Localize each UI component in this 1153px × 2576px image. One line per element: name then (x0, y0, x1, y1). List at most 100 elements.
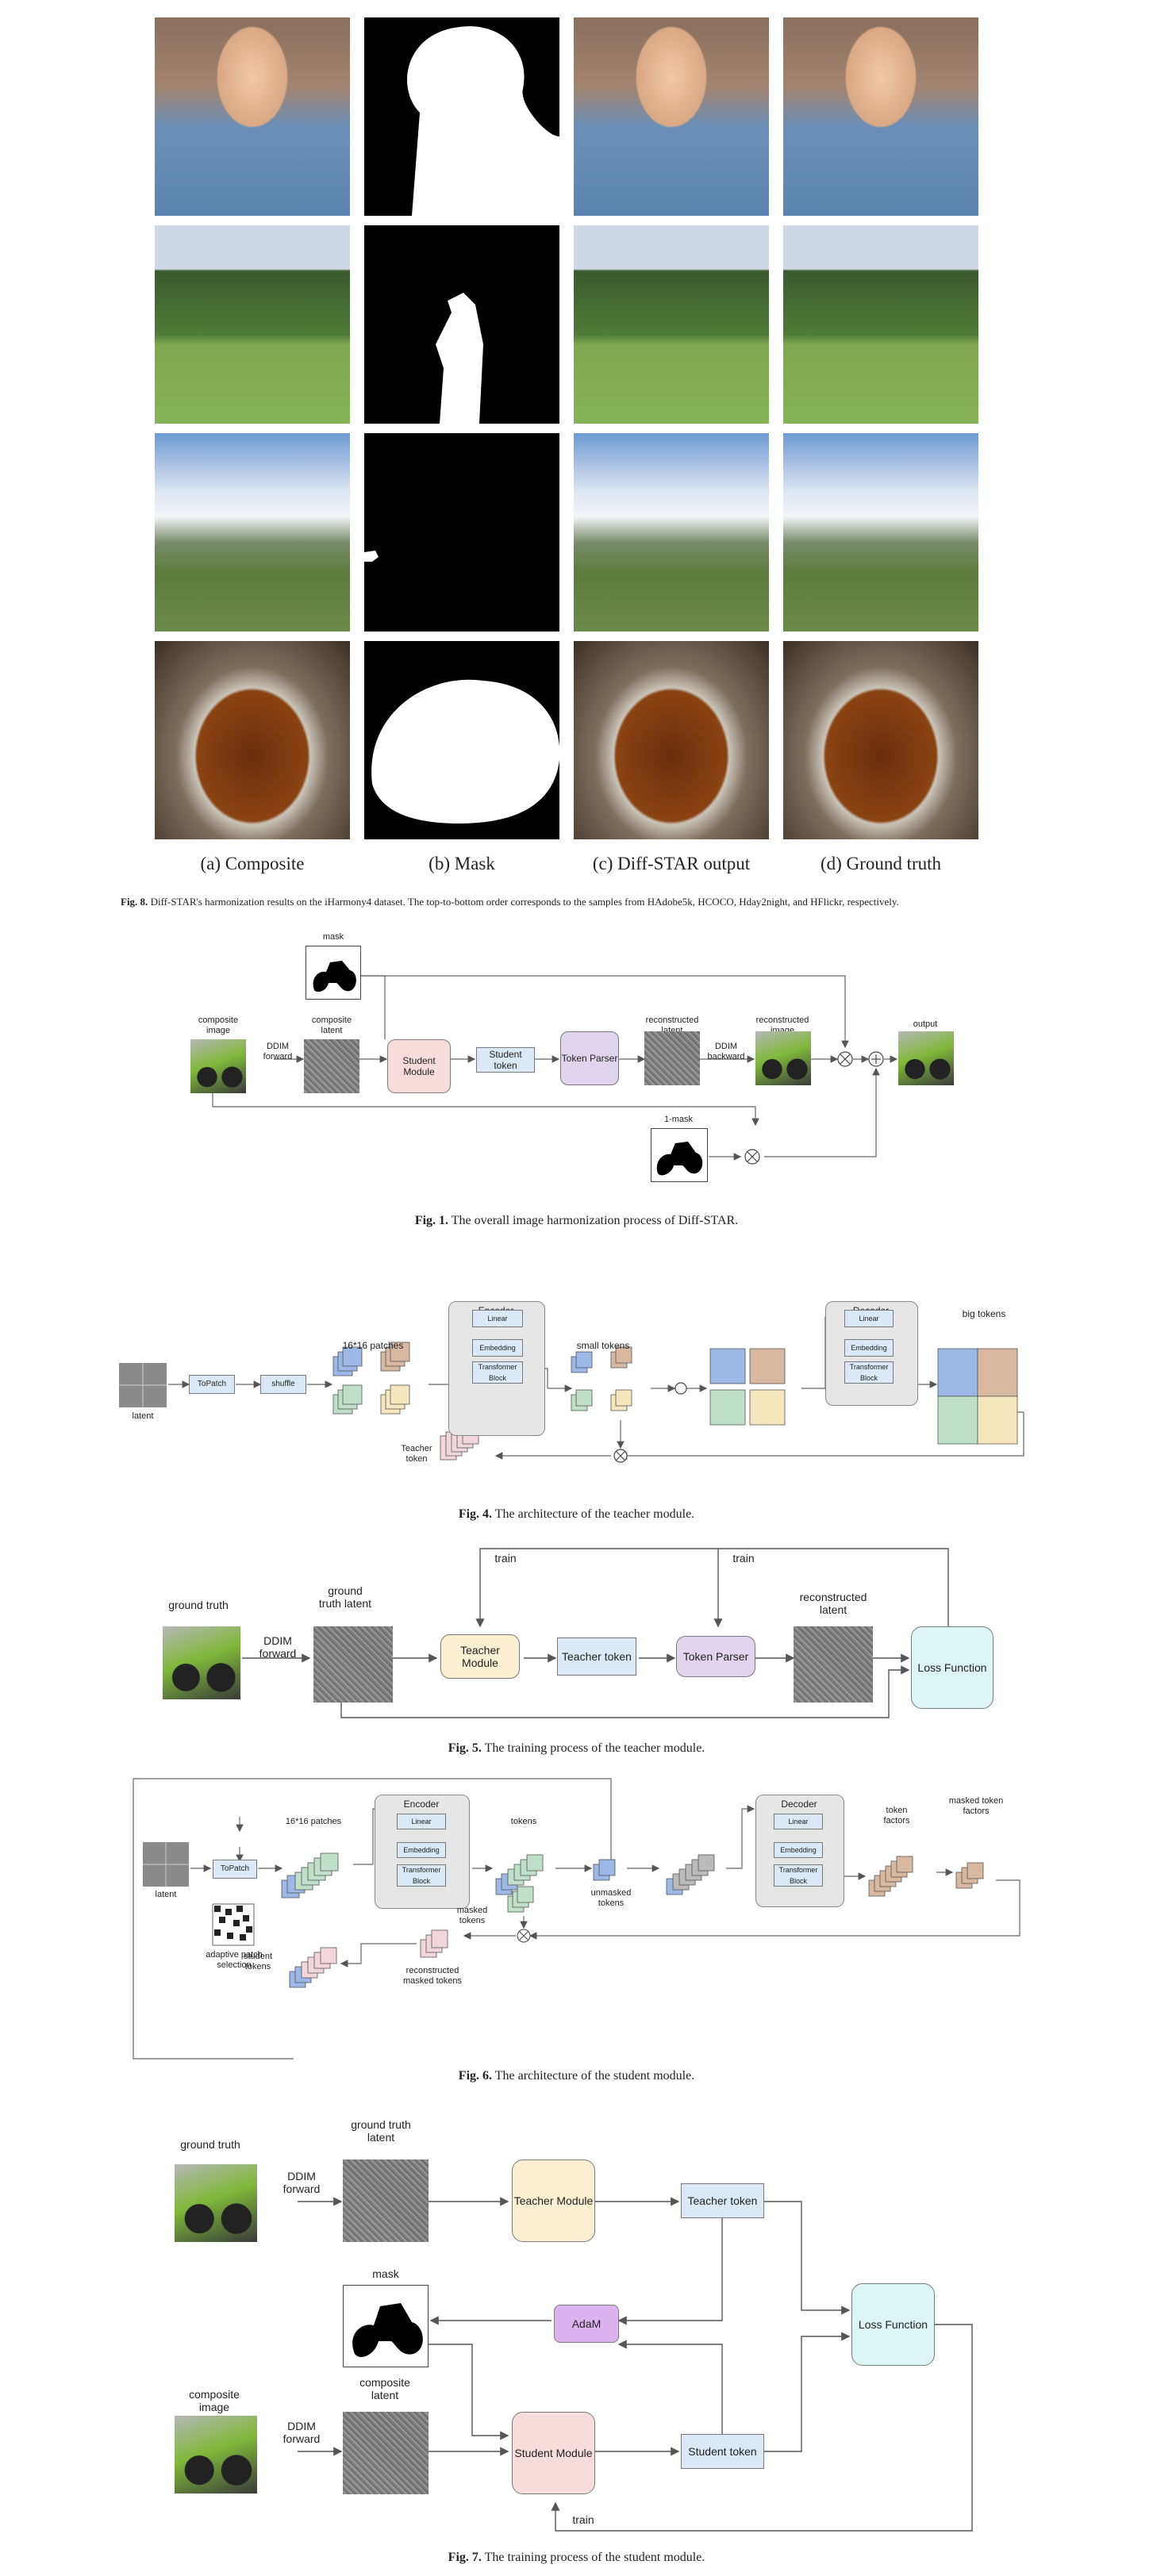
composite-image-1 (155, 17, 350, 216)
fig4-shuffle: shuffle (260, 1375, 306, 1394)
fig4-caption: Fig. 4. The architecture of the teacher … (0, 1507, 1153, 1522)
fig5-caption-text: The training process of the teacher modu… (484, 1741, 705, 1755)
output-image-2 (574, 225, 769, 424)
fig4-small-tokens-label: small tokens (576, 1340, 630, 1351)
fig7-gt-latent (343, 2159, 429, 2242)
fig7-caption-text: The training process of the student modu… (484, 2551, 705, 2564)
fig5-gt-latent-label: ground truth latent (318, 1584, 372, 1610)
fig6-patches-label: 16*16 patches (285, 1817, 342, 1826)
fig6-enc-linear: Linear (397, 1814, 446, 1829)
fig8-caption: Fig. 8. Diff-STAR's harmonization result… (121, 895, 1033, 908)
fig5-ddim-forward-label: DDIM forward (259, 1634, 297, 1660)
fig6-adaptive-label: adaptive patch selection (206, 1950, 263, 1970)
fig5-token-parser: Token Parser (676, 1636, 755, 1677)
fig5-caption: Fig. 5. The training process of the teac… (0, 1741, 1153, 1756)
fig1-token-parser: Token Parser (560, 1031, 619, 1085)
fig8-label: Fig. 8. (121, 896, 148, 908)
subcaption-composite: (a) Composite (200, 854, 305, 873)
ground-truth-image-4 (783, 641, 978, 839)
fig7-connectors (298, 2197, 973, 2532)
fig4-topatch: ToPatch (189, 1375, 235, 1394)
output-image-3 (574, 433, 769, 632)
fig6-encoder-label: Encoder (403, 1799, 440, 1810)
fig4-latent-label: latent (132, 1411, 154, 1421)
fig7-adam: AdaM (554, 2305, 619, 2343)
fig4-connectors (119, 1313, 1024, 1463)
fig1-one-mask-label: 1-mask (663, 1115, 694, 1124)
fig4-dec-linear: Linear (844, 1310, 894, 1327)
mask-image-3 (364, 433, 559, 632)
fig4-enc-linear: Linear (472, 1310, 523, 1327)
fig1-composite-latent (304, 1039, 359, 1093)
fig6-latent-label: latent (155, 1890, 177, 1899)
fig7-composite-latent-label: composite latent (359, 2376, 410, 2401)
fig6-label: Fig. 6. (458, 2069, 493, 2083)
fig7-label: Fig. 7. (448, 2551, 482, 2564)
mask-image-4 (364, 641, 559, 839)
subcaption-mask: (b) Mask (429, 854, 495, 873)
fig7-gt-latent-label: ground truth latent (351, 2118, 411, 2144)
fig1-caption: Fig. 1. The overall image harmonization … (0, 1214, 1153, 1228)
composite-image-3 (155, 433, 350, 632)
fig1-ddim-forward-label: DDIM forward (263, 1042, 293, 1061)
fig7-teacher-module: Teacher Module (512, 2159, 595, 2242)
fig4-big-tokens-label: big tokens (962, 1308, 1006, 1319)
ground-truth-image-1 (783, 17, 978, 216)
fig7-loss-function: Loss Function (851, 2283, 935, 2366)
output-image-1 (574, 17, 769, 216)
fig4-patches-label: 16*16 patches (342, 1340, 404, 1351)
composite-image-2 (155, 225, 350, 424)
fig7-mask-label: mask (372, 2267, 399, 2280)
fig1-ddim-backward-label: DDIM backward (707, 1042, 745, 1061)
fig5-reconstructed-latent (794, 1626, 873, 1703)
fig4-dec-embedding: Embedding (844, 1339, 894, 1357)
fig7-mask-image (343, 2285, 429, 2367)
composite-image-4 (155, 641, 350, 839)
fig7-ddim-forward1-label: DDIM forward (282, 2170, 321, 2195)
fig7-ddim-forward2-label: DDIM forward (282, 2420, 321, 2445)
fig6-recon-masked-label: reconstructed masked tokens (403, 1966, 462, 1986)
fig6-decoder-label: Decoder (781, 1799, 817, 1810)
fig6-token-factors-label: token factors (883, 1806, 910, 1825)
fig1-reconstructed-image (755, 1031, 811, 1085)
fig7-composite-latent (343, 2412, 429, 2494)
fig1-label: Fig. 1. (414, 1214, 449, 1227)
fig6-connectors (133, 1778, 1020, 2060)
fig7-composite-image (175, 2416, 257, 2493)
output-image-4 (574, 641, 769, 839)
fig6-enc-embedding: Embedding (397, 1842, 446, 1858)
fig1-reconstructed-latent (644, 1031, 700, 1085)
subcaption-ground-truth: (d) Ground truth (820, 854, 942, 873)
fig7-student-token: Student token (681, 2434, 764, 2469)
subcaption-output: (c) Diff-STAR output (592, 854, 751, 873)
ground-truth-image-3 (783, 433, 978, 632)
fig4-label: Fig. 4. (458, 1507, 493, 1521)
fig6-student-tokens-label: student tokens (243, 1952, 273, 1971)
fig7-train-label: train (572, 2513, 594, 2526)
fig5-train2-label: train (732, 1552, 755, 1564)
fig6-dec-linear: Linear (774, 1814, 823, 1829)
fig4-caption-text: The architecture of the teacher module. (494, 1507, 695, 1521)
fig6-enc-transformer: Transformer Block (397, 1864, 446, 1887)
fig1-composite-image-label: composite image (198, 1015, 239, 1035)
fig6-masked-tokens-label: masked tokens (456, 1906, 488, 1925)
fig1-output-label: output (913, 1019, 938, 1029)
fig7-caption: Fig. 7. The training process of the stud… (0, 2551, 1153, 2565)
ground-truth-image-2 (783, 225, 978, 424)
fig5-teacher-token: Teacher token (557, 1637, 636, 1676)
fig1-student-module: Student Module (387, 1039, 451, 1093)
fig5-ground-truth-image (163, 1626, 240, 1699)
fig5-label: Fig. 5. (448, 1741, 482, 1755)
fig1-student-token: Student token (476, 1047, 535, 1073)
fig6-dec-embedding: Embedding (774, 1842, 823, 1858)
fig7-teacher-token: Teacher token (681, 2183, 764, 2218)
fig6-decoder (755, 1795, 844, 1907)
fig1-connectors (212, 975, 898, 1165)
fig6-tokens-label: tokens (510, 1817, 537, 1826)
fig5-connectors (242, 1548, 949, 1718)
fig1-caption-text: The overall image harmonization process … (451, 1214, 739, 1227)
fig5-loss-function: Loss Function (911, 1626, 994, 1709)
fig1-composite-latent-label: composite latent (311, 1015, 352, 1035)
fig4-enc-transformer: Transformer Block (472, 1361, 523, 1384)
fig6-topatch: ToPatch (213, 1860, 257, 1879)
